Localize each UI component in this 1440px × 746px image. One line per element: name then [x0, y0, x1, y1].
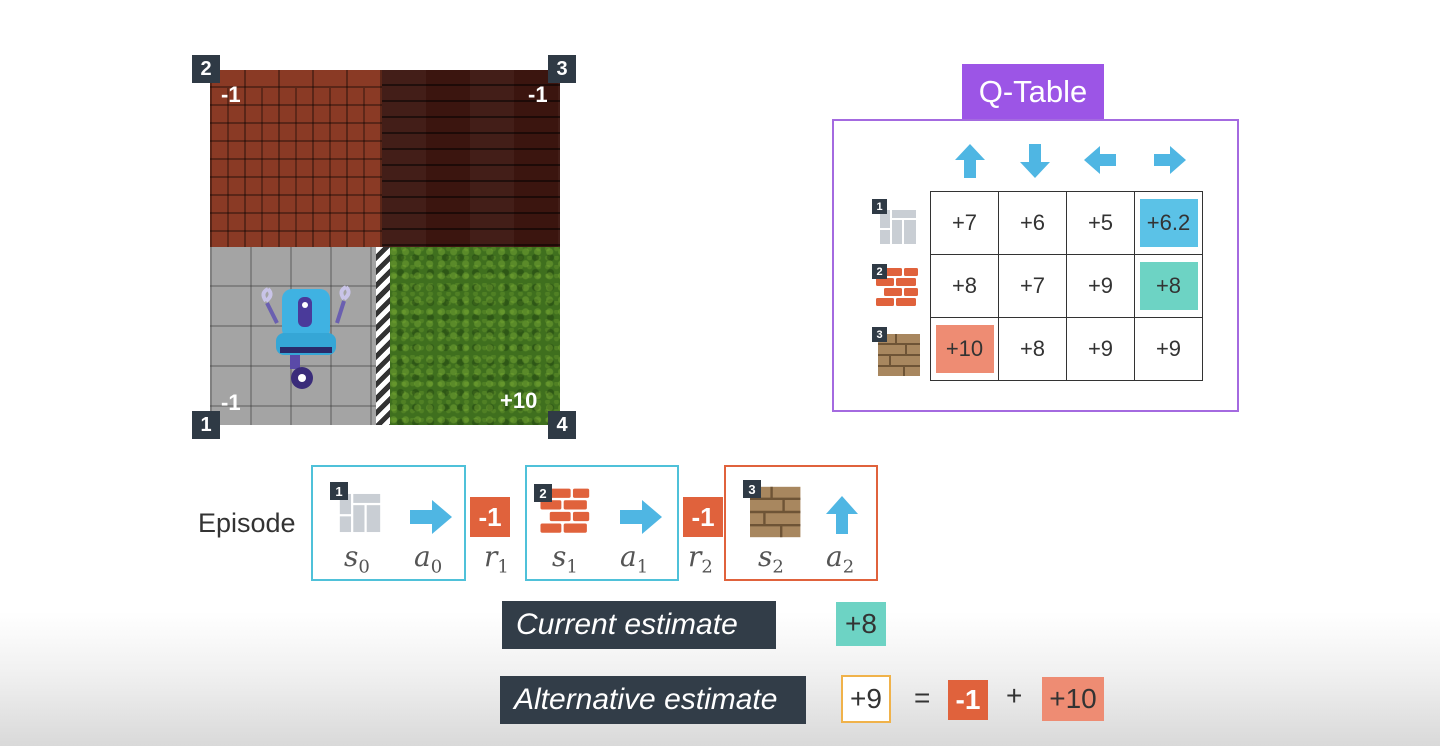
right-arrow-icon — [410, 500, 452, 534]
cell-wood-floor — [382, 70, 560, 247]
corner-label-3: 3 — [548, 55, 576, 83]
symbol-a1: a1 — [620, 540, 649, 578]
q-value-s1-left: +5 — [1066, 191, 1135, 255]
q-value-s1-right-cell: +6.2 — [1134, 191, 1203, 255]
reward-cell-4: +10 — [500, 388, 538, 413]
left-arrow-icon — [1084, 146, 1116, 174]
equals-sign: = — [914, 682, 931, 713]
q-value-s3-down: +8 — [998, 317, 1067, 381]
current-estimate-label: Current estimate — [502, 601, 776, 649]
episode-step-0 — [311, 465, 466, 581]
q-table-row-3: +10 +8 +9 +9 — [930, 317, 1203, 381]
symbol-r1: r1 — [484, 540, 509, 578]
q-value-s2-down: +7 — [998, 254, 1067, 318]
q-value-s2-right: +8 — [1139, 262, 1198, 310]
q-table-row-1: +7 +6 +5 +6.2 — [930, 191, 1203, 255]
q-value-s3-up: +10 — [935, 325, 994, 373]
down-arrow-icon — [1020, 144, 1050, 178]
next-state-q-value: +10 — [1042, 677, 1104, 721]
alternative-reward-value: -1 — [948, 680, 988, 720]
q-value-s1-down: +6 — [998, 191, 1067, 255]
up-arrow-icon — [955, 144, 985, 178]
state-tag-3: 3 — [872, 327, 887, 342]
reward-cell-2: -1 — [221, 82, 241, 107]
q-value-s1-up: +7 — [930, 191, 999, 255]
corner-label-2: 2 — [192, 55, 220, 83]
state-tag-2: 2 — [872, 264, 887, 279]
stone-floor-icon — [880, 210, 916, 244]
q-table-title: Q-Table — [962, 64, 1104, 120]
symbol-r2: r2 — [688, 540, 713, 578]
state-tag-1: 1 — [872, 199, 887, 214]
symbol-a0: a0 — [414, 540, 443, 578]
q-value-s3-up-cell: +10 — [930, 317, 999, 381]
symbol-s0: s0 — [344, 540, 370, 578]
episode-state-tag-3: 3 — [743, 480, 761, 498]
episode-state-tag-2: 2 — [534, 484, 552, 502]
symbol-a2: a2 — [826, 540, 855, 578]
corner-label-4: 4 — [548, 411, 576, 439]
right-arrow-icon — [620, 500, 662, 534]
stone-floor-icon — [339, 493, 381, 533]
wood-floor-icon — [878, 334, 920, 376]
q-value-s2-right-cell: +8 — [1134, 254, 1203, 318]
brick-wall-icon — [540, 488, 590, 533]
episode-step-2 — [724, 465, 878, 581]
reward-cell-3: -1 — [528, 82, 548, 107]
episode-label: Episode — [198, 508, 296, 538]
right-arrow-icon — [1154, 146, 1186, 174]
reward-cell-1: -1 — [221, 390, 241, 415]
reward-r2-box: -1 — [683, 497, 723, 537]
cell-brick-wall — [210, 70, 382, 247]
symbol-s2: s2 — [758, 540, 784, 578]
q-value-s1-right: +6.2 — [1139, 199, 1198, 247]
barrier-stripe — [376, 247, 390, 425]
episode-step-1 — [525, 465, 679, 581]
cell-grass — [390, 247, 560, 425]
alternative-estimate-value: +9 — [841, 675, 891, 723]
q-table-row-2: +8 +7 +9 +8 — [930, 254, 1203, 318]
q-value-s3-right: +9 — [1134, 317, 1203, 381]
symbol-s1: s1 — [552, 540, 578, 578]
q-table: +7 +6 +5 +6.2 +8 +7 +9 +8 +10 +8 +9 +9 — [930, 191, 1203, 381]
q-value-s3-left: +9 — [1066, 317, 1135, 381]
reward-r1-box: -1 — [470, 497, 510, 537]
plus-sign: + — [1006, 680, 1023, 711]
robot-icon — [261, 285, 351, 389]
corner-label-1: 1 — [192, 411, 220, 439]
q-value-s2-up: +8 — [930, 254, 999, 318]
grid-world: -1 -1 -1 +10 — [210, 70, 560, 425]
alternative-estimate-label: Alternative estimate — [500, 676, 806, 724]
brick-wall-icon — [876, 268, 918, 306]
episode-state-tag-1: 1 — [330, 482, 348, 500]
current-estimate-value: +8 — [836, 602, 886, 646]
up-arrow-icon — [826, 496, 858, 534]
q-value-s2-left: +9 — [1066, 254, 1135, 318]
